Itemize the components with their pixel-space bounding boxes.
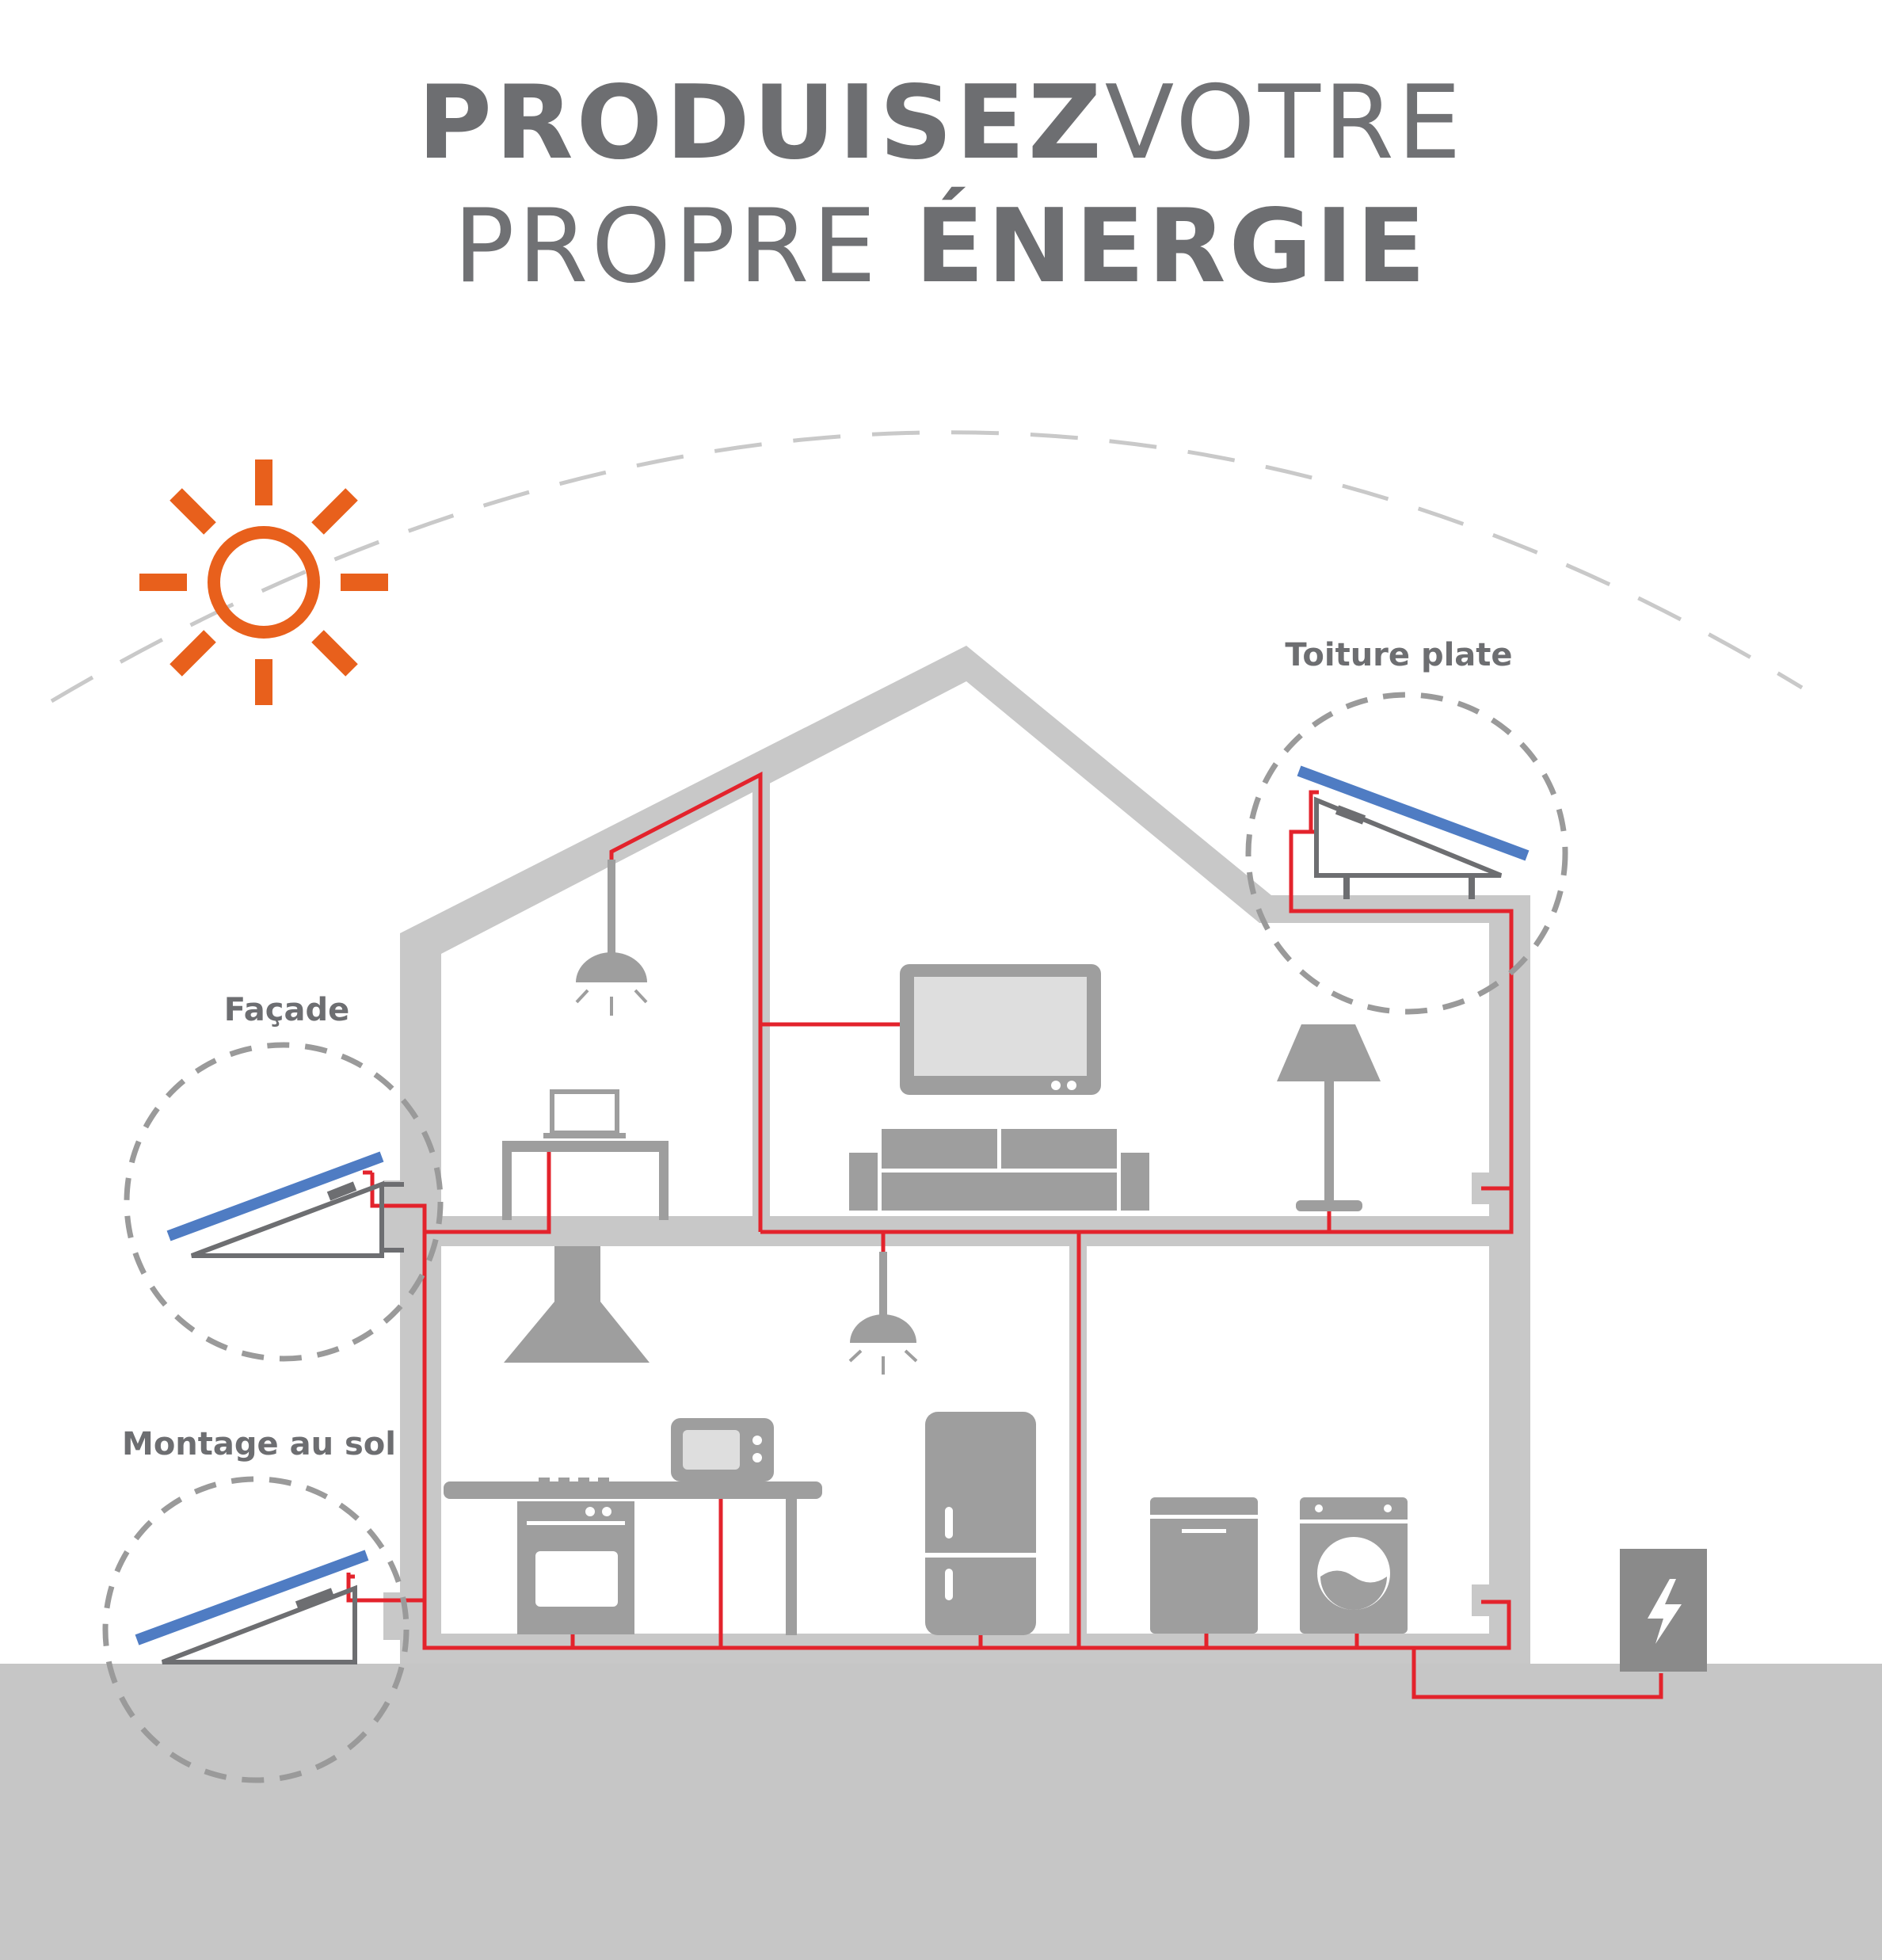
ceiling-lamp-upper (575, 860, 648, 1016)
microwave (671, 1418, 774, 1481)
electric-wiring (346, 771, 1663, 1699)
ground (0, 1664, 1882, 1960)
title-word-votre: VOTRE (1104, 64, 1465, 182)
title-word-propre: PROPRE (453, 188, 880, 306)
title-word-produisez: PRODUISEZ (417, 64, 1105, 182)
dishwasher (1150, 1497, 1258, 1634)
ground-mount-panel-detail (102, 1476, 410, 1783)
refrigerator (925, 1412, 1036, 1635)
sofa (849, 1129, 1149, 1211)
television (900, 964, 1101, 1095)
title-line-2: PROPRE ÉNERGIE (0, 196, 1882, 298)
title-word-energie: ÉNERGIE (914, 188, 1429, 306)
sun-icon (139, 459, 388, 705)
label-facade: Façade (224, 992, 349, 1028)
range-hood (504, 1246, 650, 1363)
title-line-1: PRODUISEZVOTRE (0, 73, 1882, 174)
electric-meter (1620, 1549, 1707, 1672)
label-ground-mount: Montage au sol (122, 1426, 396, 1462)
lightning-bolt-icon (1648, 1579, 1682, 1644)
floor-lamp (1277, 1024, 1381, 1211)
stove-oven (517, 1478, 634, 1634)
house-walls (400, 646, 1530, 1664)
desk-with-laptop (502, 1089, 669, 1220)
kitchen-countertop (444, 1481, 822, 1635)
label-flat-roof: Toiture plate (1285, 637, 1512, 673)
facade-panel-detail (124, 1042, 444, 1362)
ceiling-lamp-lower (848, 1252, 918, 1375)
washing-machine (1300, 1497, 1408, 1634)
flat-roof-panel-detail (1245, 692, 1568, 1015)
